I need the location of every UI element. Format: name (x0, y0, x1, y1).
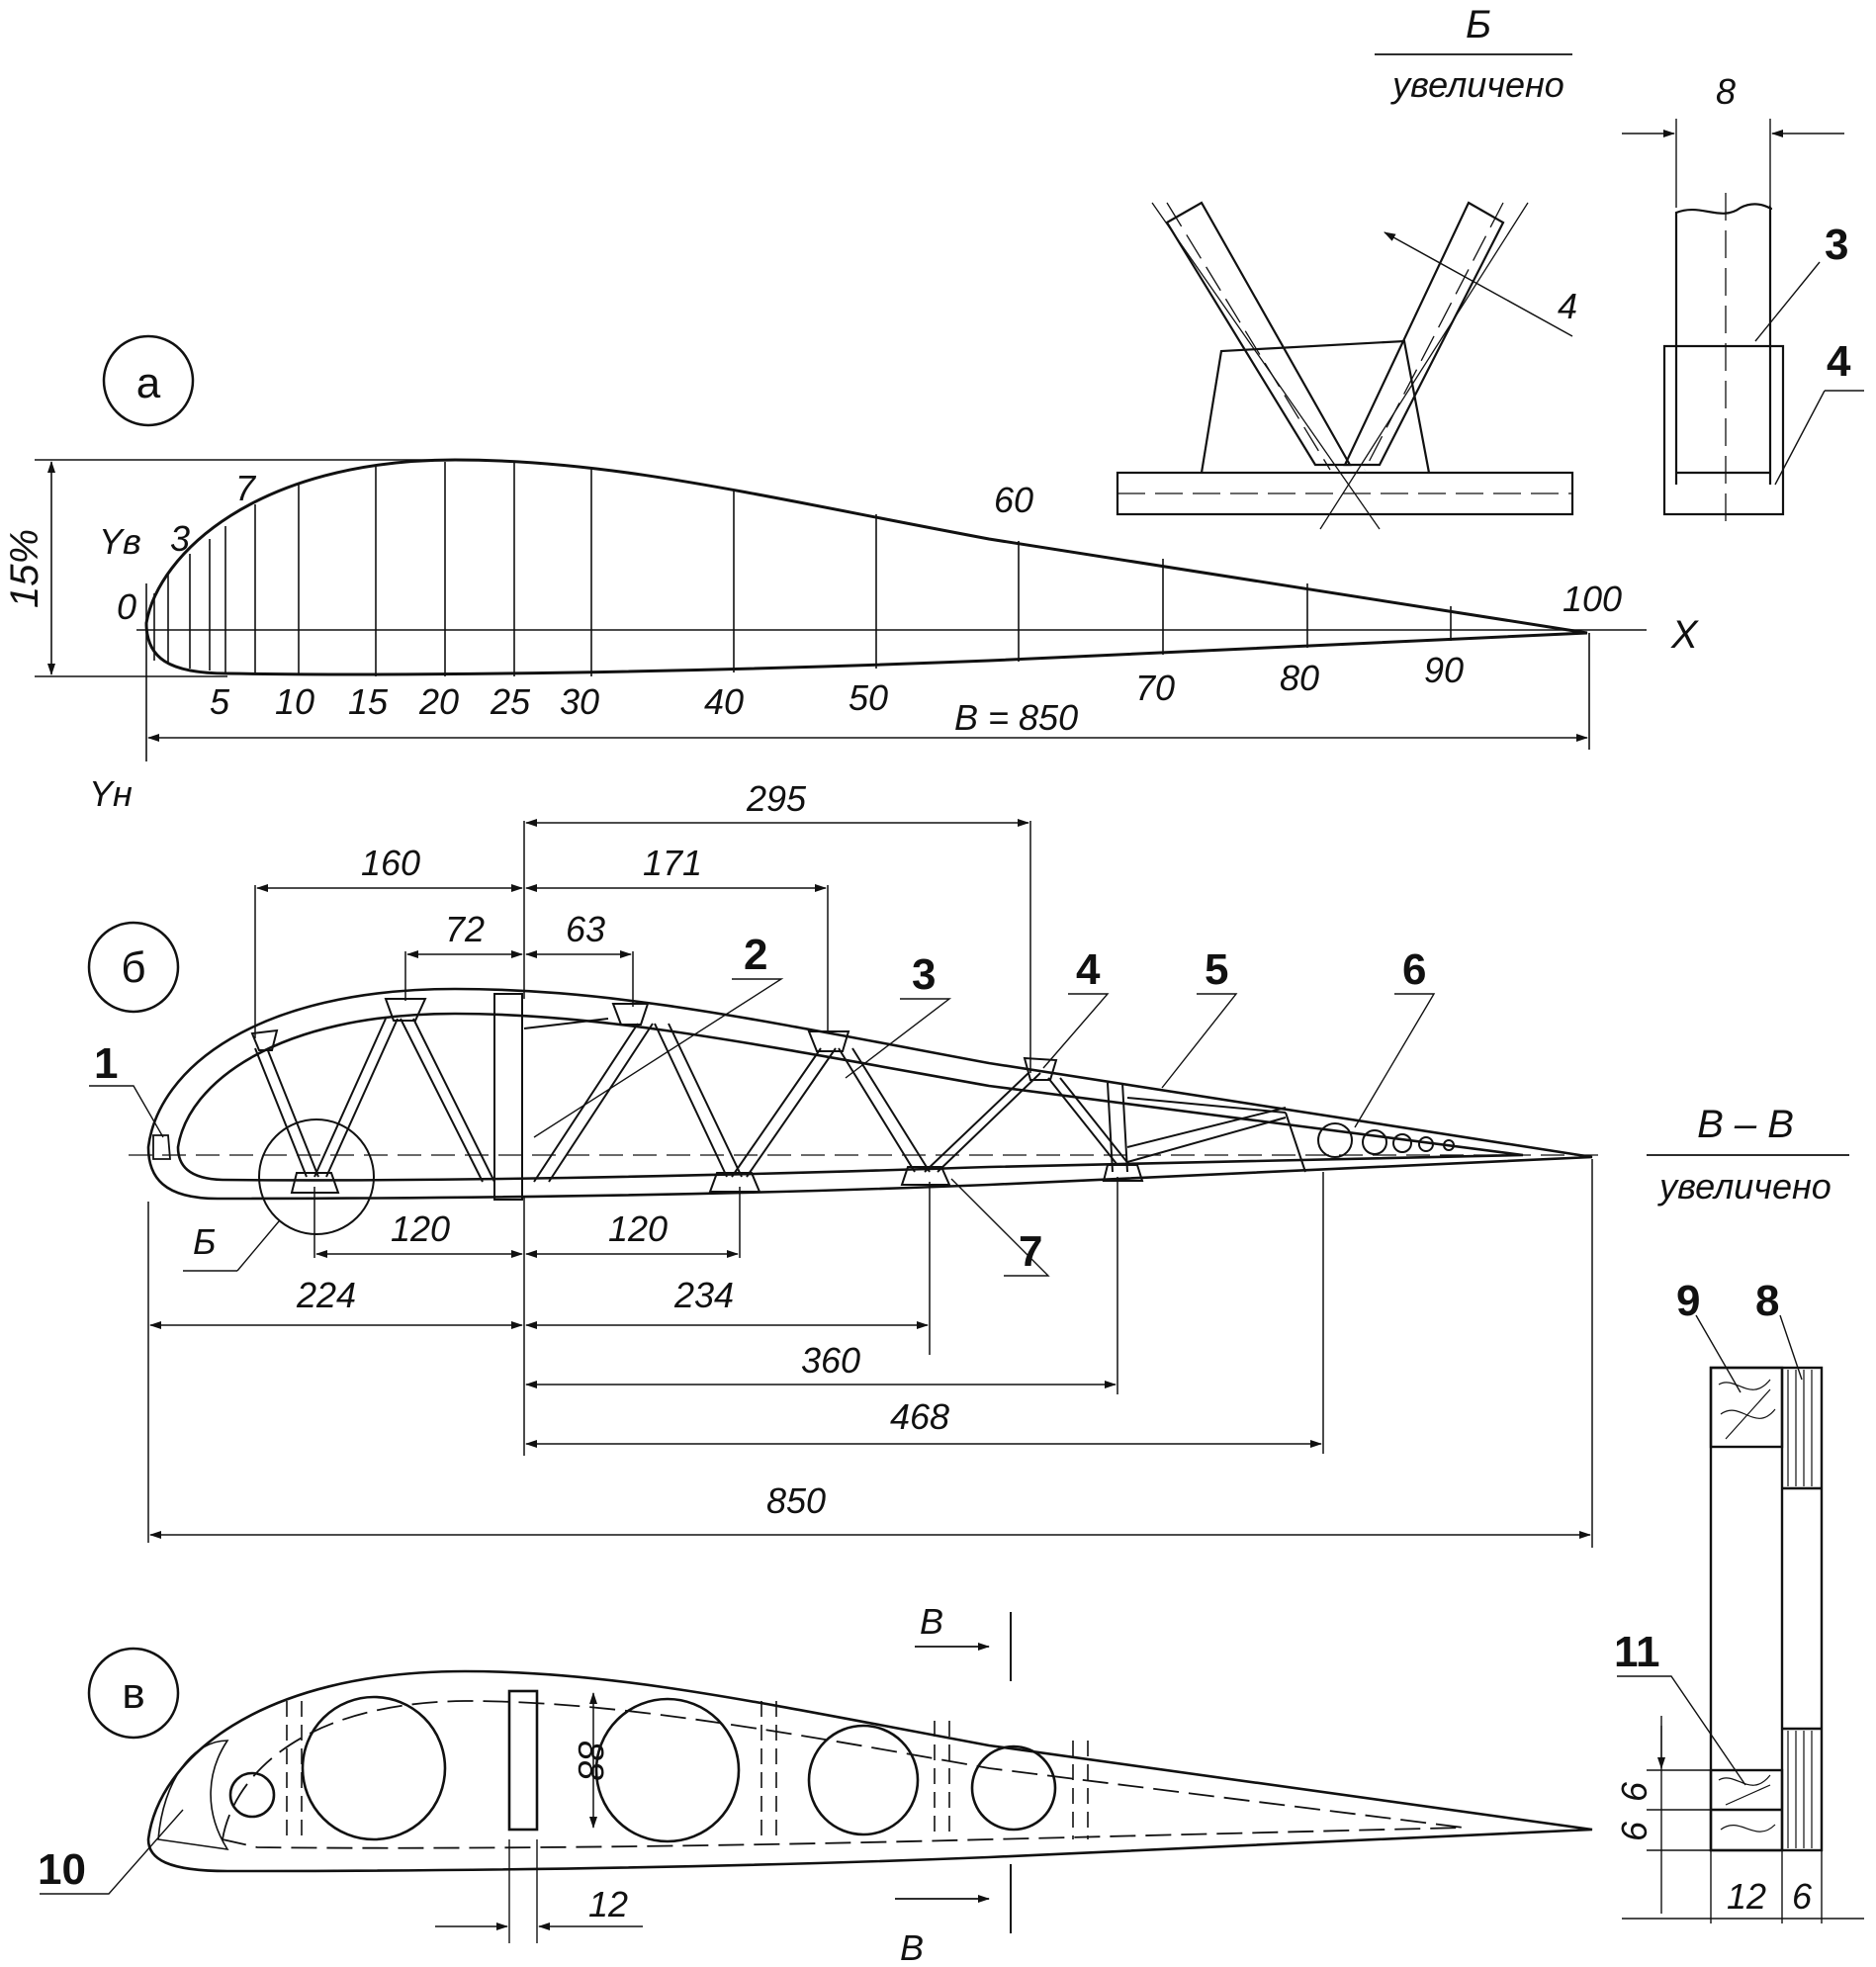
view-b-circle (87, 921, 180, 1014)
section-mark-top: В (920, 1601, 943, 1642)
rib-outline (129, 987, 1602, 1201)
detail-b-leader (236, 1220, 280, 1272)
section-v-title: В – В (1697, 1103, 1794, 1146)
dim-224-label: 224 (296, 1275, 356, 1315)
view-v: в 88 12 (38, 1601, 1593, 1967)
chord-label: B = 850 (954, 697, 1078, 738)
plywood-rib (146, 1669, 1593, 1873)
dim-12-width-label: 12 (588, 1884, 628, 1924)
part-3-rib-label: 3 (912, 950, 936, 999)
leader-part-3 (1754, 261, 1821, 342)
rib-posts (286, 1701, 1089, 1839)
station-lower-70: 70 (1135, 668, 1175, 708)
part-5-label: 5 (1205, 945, 1228, 994)
side-view-detail (1662, 119, 1785, 524)
dim-63-label: 63 (566, 909, 605, 949)
part-9-label: 9 (1676, 1277, 1700, 1325)
station-lower-50: 50 (849, 677, 888, 718)
strut-dim-line (1384, 231, 1573, 337)
gusset-detail (1116, 201, 1574, 530)
dim-295-label: 295 (746, 778, 807, 819)
view-b: б (87, 778, 1602, 1548)
part-8-label: 8 (1755, 1277, 1779, 1325)
dim-6a-label: 6 (1614, 1781, 1654, 1802)
part-1-label: 1 (94, 1039, 118, 1088)
view-v-circle (87, 1647, 180, 1740)
dim-88-label: 88 (571, 1741, 611, 1780)
station-lower-5: 5 (210, 681, 230, 722)
station-lower-90: 90 (1424, 650, 1464, 690)
detail-b-circle (258, 1118, 375, 1235)
y-lower-label: Yн (89, 773, 133, 814)
top-dims (254, 821, 1031, 1073)
view-a: а 15% Yв Yн (3, 334, 1699, 814)
dim-6c-label: 6 (1792, 1876, 1813, 1917)
section-v: В – В увеличено 9 8 11 (1614, 1103, 1864, 1923)
profile-stations (153, 461, 1452, 676)
station-upper-3: 3 (170, 518, 190, 559)
section-mark-bottom: В (900, 1927, 924, 1967)
station-lower-80: 80 (1280, 658, 1319, 698)
part-2-label: 2 (744, 931, 767, 979)
dim-171-label: 171 (643, 843, 702, 883)
station-lower-15: 15 (348, 681, 389, 722)
dim-850-label: 850 (766, 1480, 826, 1521)
part-4-label: 4 (1827, 337, 1851, 386)
detail-b-subtitle: увеличено (1389, 64, 1564, 105)
section-v-hatch (1718, 1370, 1813, 1848)
section-v-body (1709, 1366, 1824, 1852)
part-7-label: 7 (1019, 1227, 1042, 1276)
dim-360-label: 360 (801, 1340, 860, 1381)
station-lower-10: 10 (275, 681, 314, 722)
y-upper-label: Yв (99, 521, 141, 562)
bottom-dims-ext (147, 1159, 1593, 1548)
station-upper-100: 100 (1563, 579, 1622, 619)
part-6-label: 6 (1402, 945, 1426, 994)
station-upper-0: 0 (117, 586, 136, 627)
dim-160-label: 160 (361, 843, 420, 883)
dim-12-label: 12 (1727, 1876, 1766, 1917)
part-11-label: 11 (1614, 1628, 1660, 1676)
leader-part-4 (1774, 390, 1826, 486)
part-10-label: 10 (38, 1845, 86, 1894)
part-3-label: 3 (1825, 221, 1848, 269)
thickness-label: 15% (3, 529, 46, 608)
part-8-leader (1779, 1314, 1803, 1381)
section-v-dims (1622, 1716, 1864, 1923)
dim-234-label: 234 (673, 1275, 734, 1315)
dim-468-label: 468 (890, 1396, 949, 1437)
station-upper-7: 7 (235, 468, 257, 508)
station-lower-25: 25 (490, 681, 531, 722)
part-4-rib-label: 4 (1076, 945, 1101, 994)
rib-struts (250, 993, 1306, 1201)
dim-120a-label: 120 (391, 1208, 450, 1249)
station-upper-60: 60 (994, 480, 1033, 520)
airfoil-profile-a (144, 458, 1588, 676)
detail-b-ref: Б (193, 1221, 216, 1262)
strut-dim-label: 4 (1558, 286, 1577, 326)
view-b-circle-label: б (121, 943, 145, 992)
dim-6b-label: 6 (1614, 1821, 1654, 1841)
view-a-circle-label: а (136, 359, 161, 407)
part-10-leader (40, 1809, 184, 1895)
dim-120b-label: 120 (608, 1208, 668, 1249)
station-lower-30: 30 (560, 681, 599, 722)
lightening-holes (1317, 1122, 1455, 1158)
width-dim-label: 8 (1716, 71, 1736, 112)
view-v-circle-label: в (122, 1669, 144, 1718)
detail-b: Б увеличено 4 8 3 (1116, 3, 1864, 530)
part-11-leader (1617, 1675, 1746, 1786)
x-axis-label: X (1670, 613, 1699, 657)
station-lower-20: 20 (418, 681, 459, 722)
part-leaders (89, 978, 1436, 1277)
detail-b-title: Б (1466, 3, 1491, 46)
station-lower-40: 40 (704, 681, 744, 722)
view-a-circle (102, 334, 195, 427)
section-v-subtitle: увеличено (1656, 1166, 1831, 1207)
part-9-leader (1695, 1314, 1742, 1393)
dim-72-label: 72 (445, 909, 485, 949)
